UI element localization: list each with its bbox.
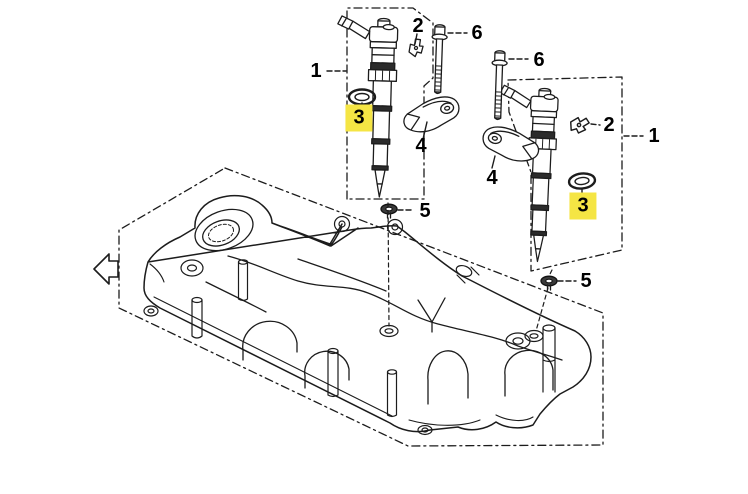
callout-6-right-bolt[interactable]: 6: [533, 49, 545, 71]
center-lines: [387, 202, 553, 332]
cover-boundary-box: [118, 167, 604, 447]
callout-3-left-oring-highlighted[interactable]: 3: [345, 104, 373, 132]
callout-1-right-injector[interactable]: 1: [648, 125, 660, 147]
callout-5-right-washer[interactable]: 5: [580, 270, 592, 292]
clip-right: [567, 113, 591, 136]
callout-3-right-oring-highlighted[interactable]: 3: [569, 192, 597, 220]
direction-arrow-left-icon: [93, 253, 119, 285]
leader-right-4: [491, 155, 496, 169]
callout-1-left-injector[interactable]: 1: [310, 60, 322, 82]
washer-right: [540, 275, 558, 291]
callout-4-left-clamp[interactable]: 4: [415, 135, 427, 157]
cover-oil-turret: [194, 208, 254, 252]
o-ring-left: [347, 88, 377, 106]
cover-studs: [191, 259, 556, 418]
leader-lines: [326, 32, 644, 282]
leader-left-4: [422, 121, 428, 140]
callout-2-left-clip[interactable]: 2: [412, 15, 424, 37]
callout-5-left-washer[interactable]: 5: [419, 200, 431, 222]
callout-2-right-clip[interactable]: 2: [603, 114, 615, 136]
leader-left-2: [414, 33, 418, 45]
left-injector-boundary-box: [346, 7, 434, 200]
callout-4-right-clamp[interactable]: 4: [486, 167, 498, 189]
fuel-injector-right: [492, 84, 560, 263]
o-ring-right: [567, 170, 597, 192]
clamp-left: [399, 92, 464, 137]
washer-left: [380, 203, 398, 219]
callout-6-left-bolt[interactable]: 6: [471, 22, 483, 44]
assembly-boundaries: [118, 7, 623, 447]
injector-wells: [379, 324, 544, 343]
right-injector-boundary-box: [507, 76, 623, 272]
cover-outline: [143, 194, 592, 433]
valve-cover-drawing: [143, 194, 592, 436]
leader-right-2: [590, 123, 601, 126]
